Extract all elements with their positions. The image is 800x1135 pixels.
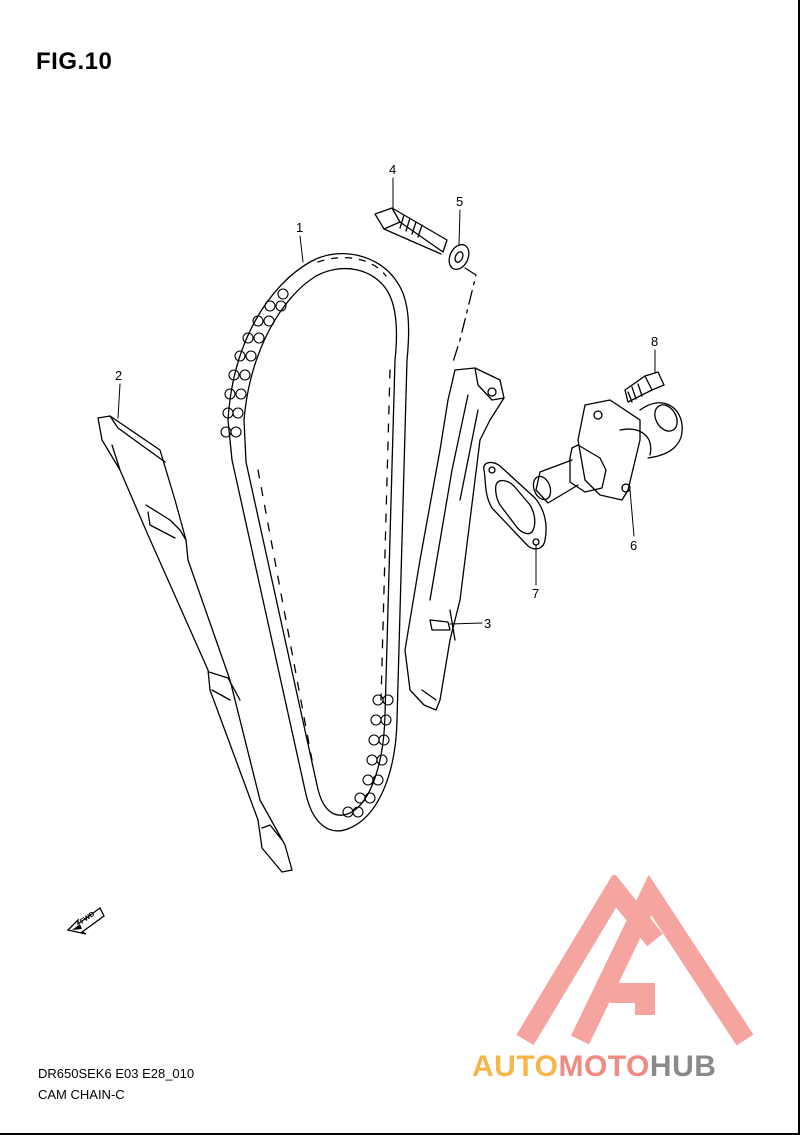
automotohub-logo-text: AUTOMOTOHUB [472, 1050, 717, 1083]
callout-8: 8 [651, 334, 658, 349]
tensioner-guide-part[interactable] [404, 367, 505, 711]
callout-1: 1 [296, 220, 303, 235]
guide-bolt-part[interactable] [374, 207, 448, 255]
callout-7: 7 [532, 586, 539, 601]
callout-6: 6 [630, 538, 637, 553]
washer-part[interactable] [445, 241, 472, 272]
leader-line-1 [299, 235, 304, 263]
model-code: DR650SEK6 E03 E28_010 [38, 1066, 195, 1081]
figure-title: FIG.10 [36, 48, 113, 75]
leader-line-3 [449, 622, 483, 625]
callout-3: 3 [484, 616, 491, 631]
tensioner-adjuster-part[interactable] [530, 399, 683, 504]
callout-4: 4 [389, 162, 396, 177]
leader-line-2 [117, 383, 121, 419]
section-name: CAM CHAIN-C [38, 1087, 125, 1102]
adjuster-bolt-part[interactable] [624, 371, 665, 403]
cam-chain-part[interactable] [220, 253, 410, 832]
leader-line-5 [458, 209, 461, 245]
fwd-arrow-icon: FWD [66, 907, 105, 935]
callout-2: 2 [115, 368, 122, 383]
gasket-part[interactable] [483, 461, 547, 550]
automotohub-logo [516, 875, 754, 1046]
callout-5: 5 [456, 194, 463, 209]
chain-guide-rear-part[interactable] [97, 415, 293, 873]
leader-line-6 [629, 489, 635, 537]
